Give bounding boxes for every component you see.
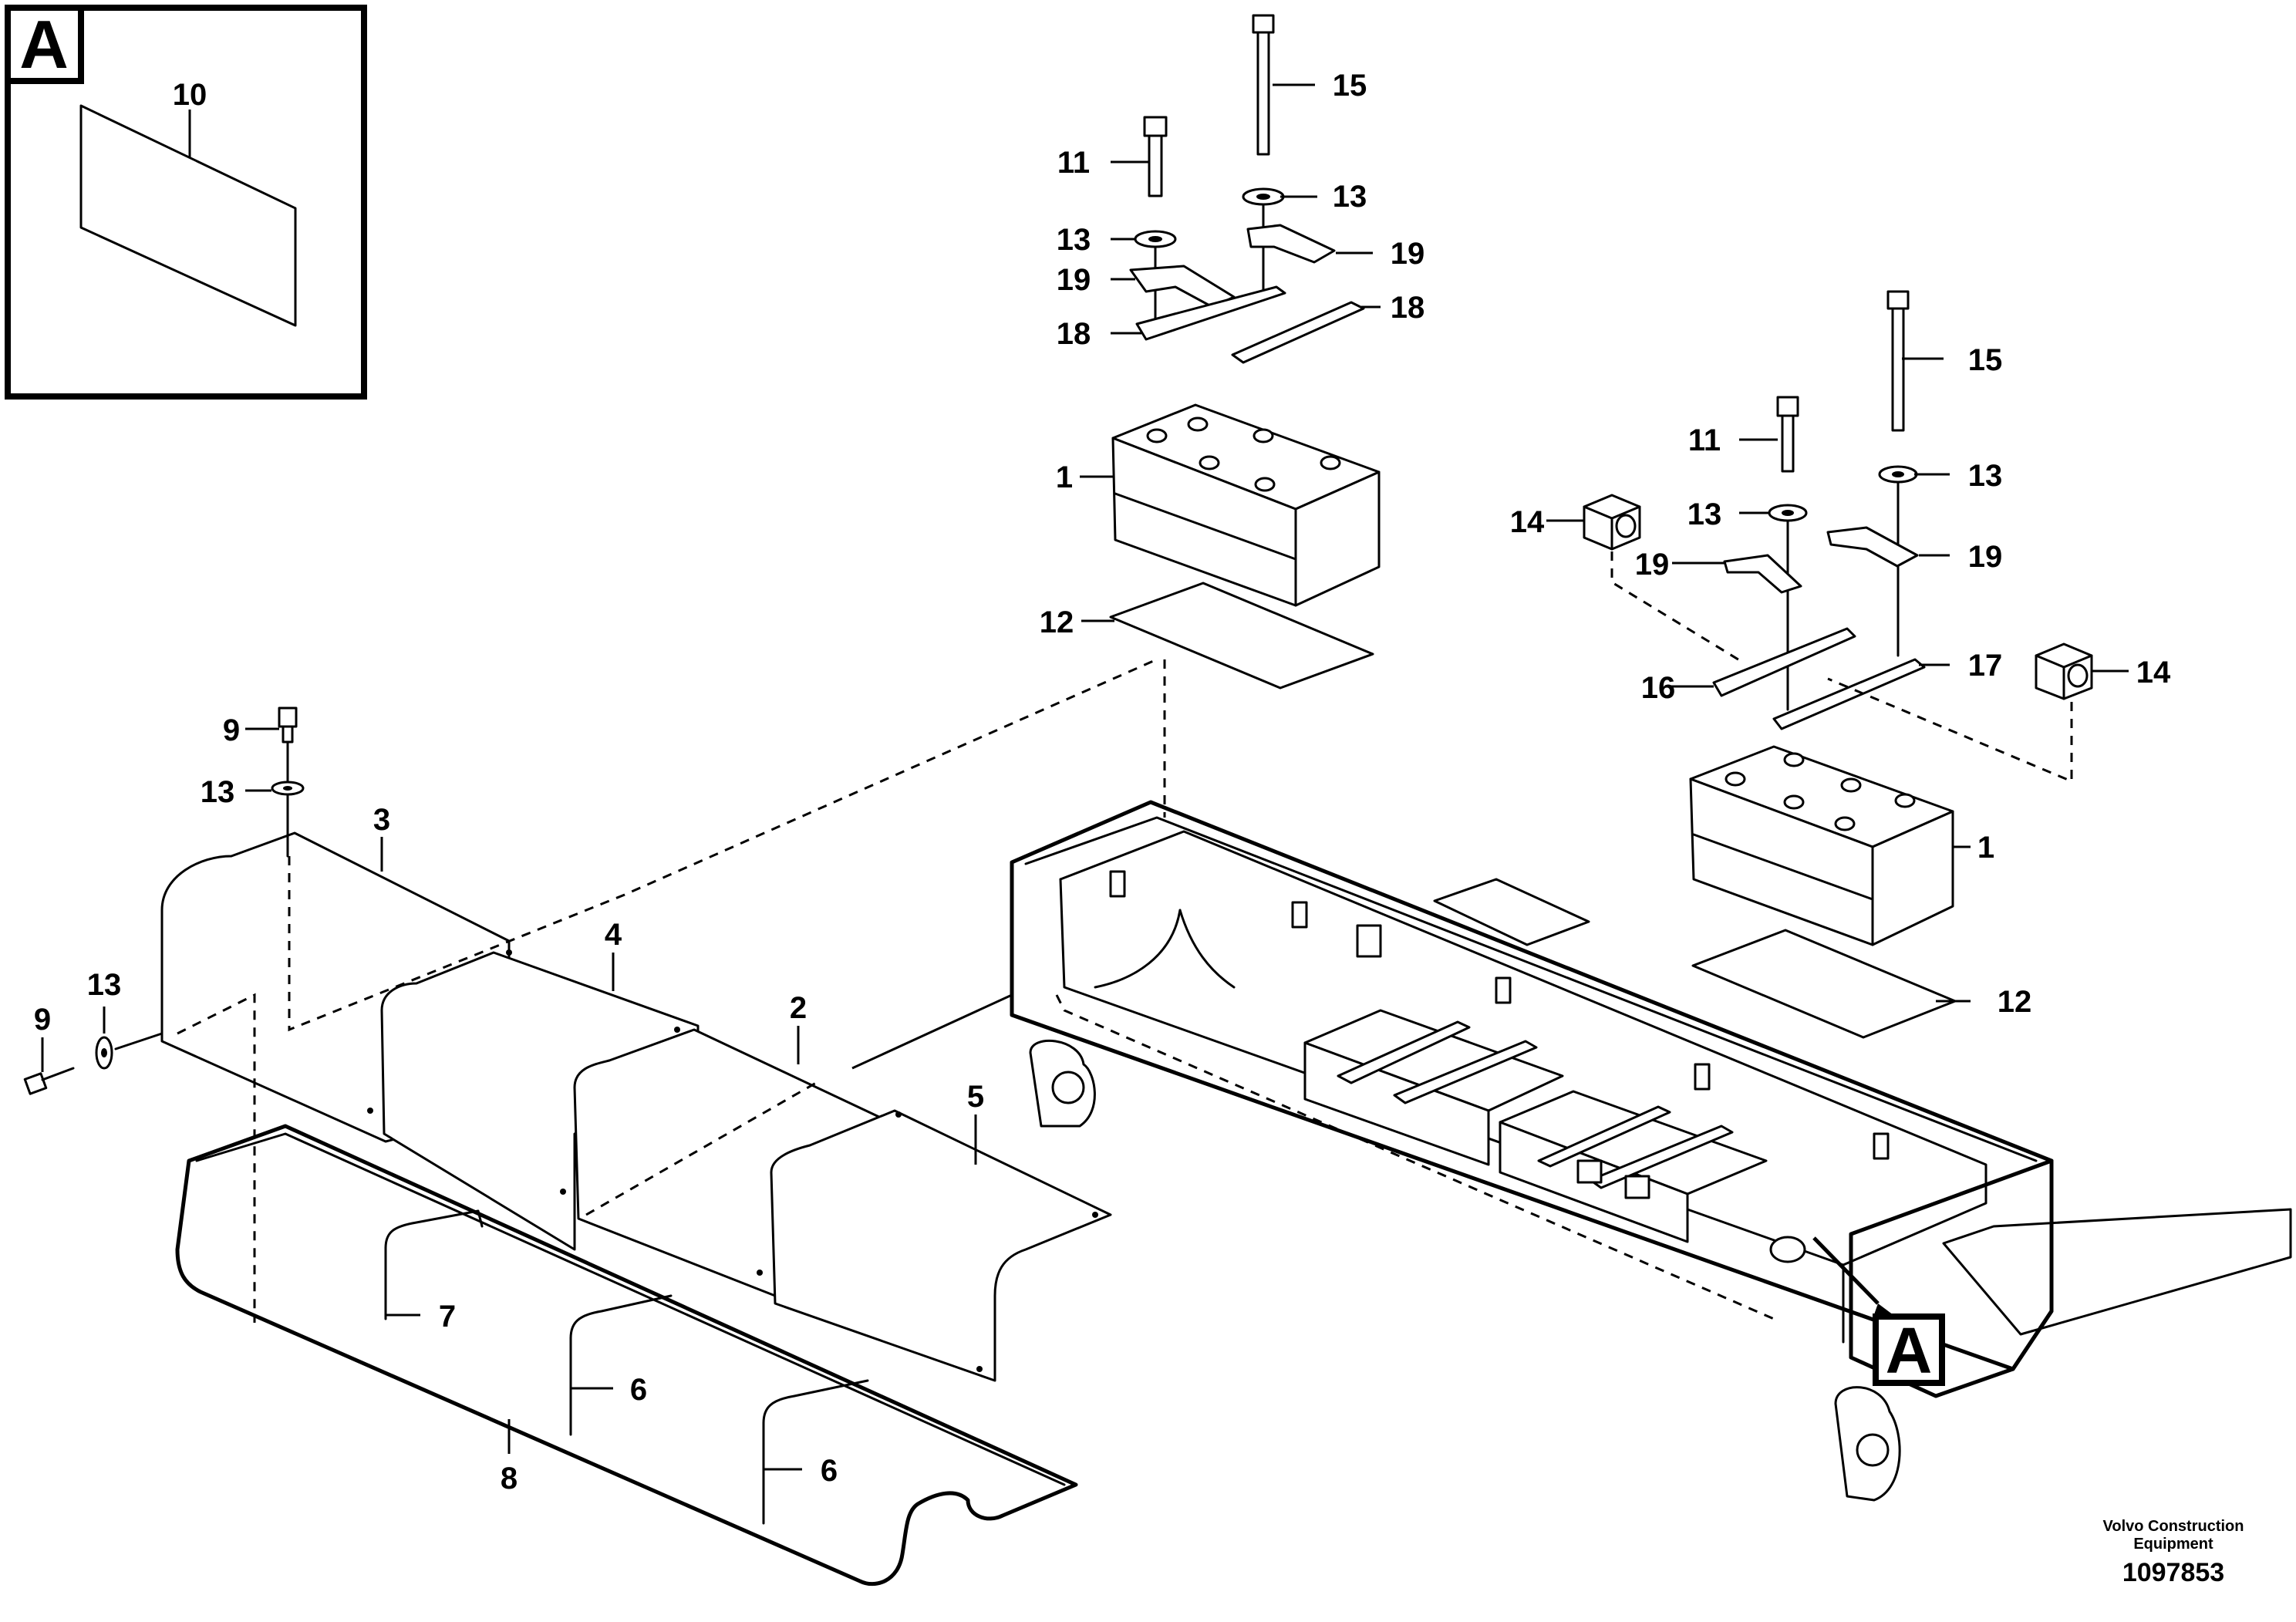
callout-19d: 19 bbox=[1968, 540, 2003, 574]
battery-hold-down-right bbox=[1583, 290, 2093, 784]
decal-plate bbox=[79, 104, 297, 327]
callout-11b: 11 bbox=[1688, 423, 1721, 457]
screw-9a-head bbox=[278, 706, 298, 728]
detail-marker-box bbox=[1873, 1313, 1945, 1386]
callout-19c: 19 bbox=[1635, 548, 1670, 582]
battery-upper bbox=[1109, 403, 1381, 690]
detail-marker-letter: A bbox=[1886, 1314, 1933, 1387]
battery-pad-12a bbox=[1109, 582, 1374, 690]
battery-pad-12b bbox=[1691, 929, 1957, 1039]
callout-15a: 15 bbox=[1333, 69, 1367, 103]
part-label-10: 10 bbox=[173, 78, 207, 112]
callout-leaders bbox=[41, 83, 2129, 1471]
screw-9a-shank bbox=[282, 725, 294, 744]
callout-13b: 13 bbox=[1057, 223, 1091, 257]
clamp-plate-19b bbox=[1246, 224, 1336, 264]
battery-box-frame bbox=[851, 659, 2292, 1502]
bolt-11b-head bbox=[1776, 396, 1799, 417]
lifting-lug-right bbox=[1834, 1386, 1901, 1502]
callout-2: 2 bbox=[790, 991, 807, 1025]
bolt-11b-shank bbox=[1781, 414, 1795, 473]
callout-9a: 9 bbox=[223, 713, 240, 747]
callout-4: 4 bbox=[605, 918, 622, 952]
angle-bar-18b bbox=[1231, 301, 1365, 364]
cover-5 bbox=[770, 1109, 1112, 1382]
clamp-plate-19a bbox=[1129, 265, 1236, 309]
callout-11a: 11 bbox=[1057, 146, 1090, 180]
battery-hold-down-left bbox=[1129, 14, 1365, 364]
callout-16: 16 bbox=[1641, 671, 1676, 705]
detail-marker-a: A bbox=[1812, 1236, 1945, 1387]
inset-detail-a: A 10 bbox=[5, 5, 367, 400]
credit-line1: Volvo Construction bbox=[2103, 1518, 2244, 1535]
bolt-15-shank bbox=[1256, 31, 1270, 156]
callout-3: 3 bbox=[373, 803, 390, 837]
battery-covers bbox=[160, 658, 1158, 1382]
callout-8: 8 bbox=[501, 1462, 518, 1496]
battery-upper-terminals bbox=[1146, 416, 1341, 492]
strip-6a bbox=[569, 1294, 673, 1340]
battery-right-terminals bbox=[1725, 752, 1916, 831]
bolt-15-head bbox=[1252, 14, 1275, 34]
angle-bar-18a bbox=[1135, 285, 1286, 341]
callout-7: 7 bbox=[439, 1300, 456, 1334]
callout-14a: 14 bbox=[1510, 505, 1545, 539]
callout-13e: 13 bbox=[201, 775, 235, 809]
cover-fasteners bbox=[23, 706, 305, 1095]
battery-right-side bbox=[1871, 810, 1954, 946]
callout-12a: 12 bbox=[1040, 605, 1074, 639]
callout-12b: 12 bbox=[1998, 985, 2032, 1019]
strip-6b bbox=[762, 1379, 869, 1425]
battery-right bbox=[1689, 745, 1957, 1039]
angle-bar-17 bbox=[1772, 658, 1926, 730]
bolt-15b-head bbox=[1886, 290, 1910, 310]
callout-1b: 1 bbox=[1977, 831, 1994, 865]
callout-1a: 1 bbox=[1056, 460, 1073, 494]
lifting-lug-left bbox=[1029, 1039, 1096, 1128]
callout-19b: 19 bbox=[1391, 237, 1425, 271]
callout-13c: 13 bbox=[1968, 459, 2003, 493]
battery-upper-side bbox=[1294, 470, 1381, 607]
seal-8 bbox=[175, 1124, 1078, 1587]
callout-19a: 19 bbox=[1057, 263, 1091, 297]
clamp-plate-19d bbox=[1826, 526, 1919, 568]
inset-letter-box bbox=[5, 5, 84, 84]
bolt-11-shank bbox=[1148, 134, 1163, 197]
callout-6b: 6 bbox=[821, 1454, 838, 1488]
cover-4 bbox=[380, 951, 700, 1251]
seal-assembly bbox=[175, 1124, 1078, 1587]
callout-15b: 15 bbox=[1968, 343, 2003, 377]
clamp-plate-19c bbox=[1723, 554, 1802, 594]
access-port bbox=[1769, 1236, 1806, 1263]
callout-14b: 14 bbox=[2136, 656, 2171, 690]
callout-17: 17 bbox=[1968, 649, 2003, 683]
credit-line2: Equipment bbox=[2133, 1536, 2213, 1553]
callout-18b: 18 bbox=[1391, 291, 1425, 325]
screw-9b-head bbox=[23, 1072, 48, 1095]
clamp-block-14b bbox=[2035, 642, 2093, 700]
drawing-credit: Volvo Construction Equipment 1097853 bbox=[2103, 1518, 2244, 1587]
callout-labels: 15 11 13 13 19 19 18 18 1 12 15 11 13 13… bbox=[34, 69, 2171, 1496]
callout-5: 5 bbox=[967, 1080, 984, 1114]
bolt-15b-shank bbox=[1891, 307, 1905, 432]
drawing-number: 1097853 bbox=[2122, 1558, 2224, 1587]
inset-letter: A bbox=[19, 6, 69, 83]
bolt-11-head bbox=[1143, 116, 1168, 137]
callout-9b: 9 bbox=[34, 1003, 51, 1037]
callout-18a: 18 bbox=[1057, 317, 1091, 351]
clamp-block-14a bbox=[1583, 494, 1641, 551]
callout-13f: 13 bbox=[87, 968, 122, 1002]
callout-13a: 13 bbox=[1333, 180, 1367, 214]
callout-13d: 13 bbox=[1687, 497, 1722, 531]
strip-7 bbox=[384, 1209, 484, 1249]
angle-bar-16 bbox=[1712, 627, 1856, 697]
callout-6a: 6 bbox=[630, 1373, 647, 1407]
